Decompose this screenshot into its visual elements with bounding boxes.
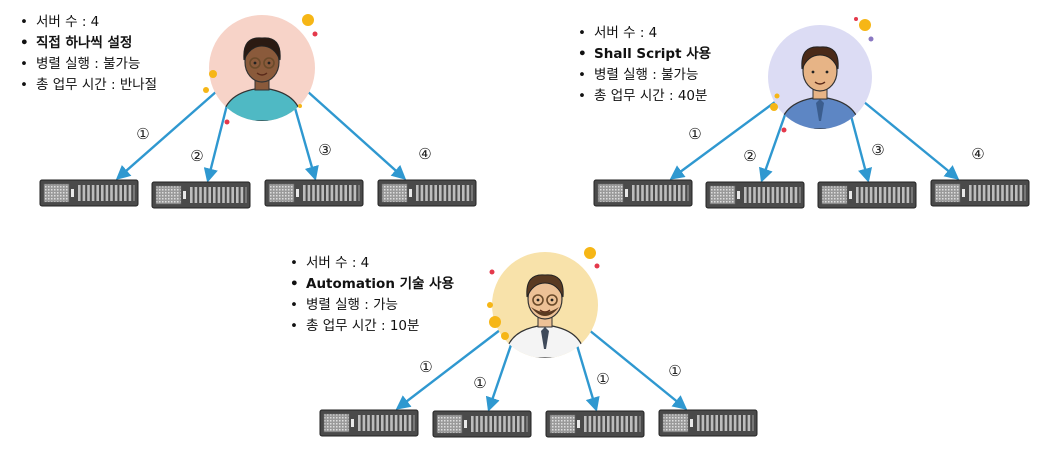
server-icon [705,181,805,209]
decor-dot [203,87,209,93]
arrow [759,111,788,183]
step-number: ① [688,125,701,143]
arrow [306,90,407,180]
arrow [395,329,501,410]
step-number: ④ [418,145,431,163]
bullet-server-count: 서버 수 : 4 [288,253,454,274]
step-number: ④ [971,145,984,163]
bullet-server-count: 서버 수 : 4 [18,12,157,33]
bullet-total-time: 총 업무 시간 : 40분 [576,86,711,107]
decor-dot [584,247,596,259]
arrow [863,101,960,180]
server-icon [264,179,364,207]
step-number: ② [743,147,756,165]
decor-dot [854,17,858,21]
bullet-server-count: 서버 수 : 4 [576,23,711,44]
decor-dot [312,31,318,37]
bullet-total-time: 총 업무 시간 : 10분 [288,316,454,337]
step-number: ③ [871,141,884,159]
group-1: ① ② ③ ④ [39,14,477,209]
automation-bullets: 서버 수 : 4 Automation 기술 사용 병렬 실행 : 가능 총 업… [288,253,454,337]
step-number: ② [190,147,203,165]
decor-dot [489,316,501,328]
bullet-method: Shall Script 사용 [576,44,711,65]
decor-dot [781,127,787,133]
person-businessman-icon [768,25,872,129]
decor-dot [224,119,230,125]
bullet-parallel: 병렬 실행 : 불가능 [18,54,157,75]
arrow [574,341,600,412]
decor-dot [298,104,302,108]
person-bearded-glasses-icon [492,252,598,358]
person-curly-hair-glasses-icon [209,15,315,121]
server-icon [658,409,758,437]
server-icon [545,410,645,438]
server-icon [151,181,251,209]
decor-dot [501,332,509,340]
group-3: ① ① ① ① [319,247,758,438]
arrow [115,90,218,180]
server-icon [593,179,693,207]
server-icon [39,179,139,207]
server-icon [930,179,1030,207]
step-number: ① [668,362,681,380]
arrow [848,111,873,183]
bullet-parallel: 병렬 실행 : 불가능 [576,65,711,86]
bullet-method: Automation 기술 사용 [288,274,454,295]
step-number: ① [136,125,149,143]
server-icon [817,181,917,209]
arrow [588,329,688,410]
decor-dot [487,302,493,308]
decor-dot [859,19,871,31]
step-number: ① [473,374,486,392]
manual-setup-bullets: 서버 수 : 4 직접 하나씩 설정 병렬 실행 : 불가능 총 업무 시간 :… [18,12,157,96]
server-icon [319,409,419,437]
step-number: ① [596,370,609,388]
arrow [203,100,230,183]
server-icon [432,410,532,438]
bullet-parallel: 병렬 실행 : 가능 [288,295,454,316]
decor-dot [868,36,874,42]
decor-dot [770,103,778,111]
decor-dot [774,93,780,99]
shell-script-bullets: 서버 수 : 4 Shall Script 사용 병렬 실행 : 불가능 총 업… [576,23,711,107]
arrow [669,101,776,180]
decor-dot [594,263,600,269]
step-number: ① [419,358,432,376]
step-number: ③ [318,141,331,159]
group-2: ① ② ③ ④ [593,17,1030,209]
decor-dot [209,70,217,78]
arrow [485,341,514,412]
bullet-method: 직접 하나씩 설정 [18,33,157,54]
server-icon [377,179,477,207]
arrow [291,100,319,181]
decor-dot [302,14,314,26]
decor-dot [489,269,495,275]
bullet-total-time: 총 업무 시간 : 반나절 [18,75,157,96]
